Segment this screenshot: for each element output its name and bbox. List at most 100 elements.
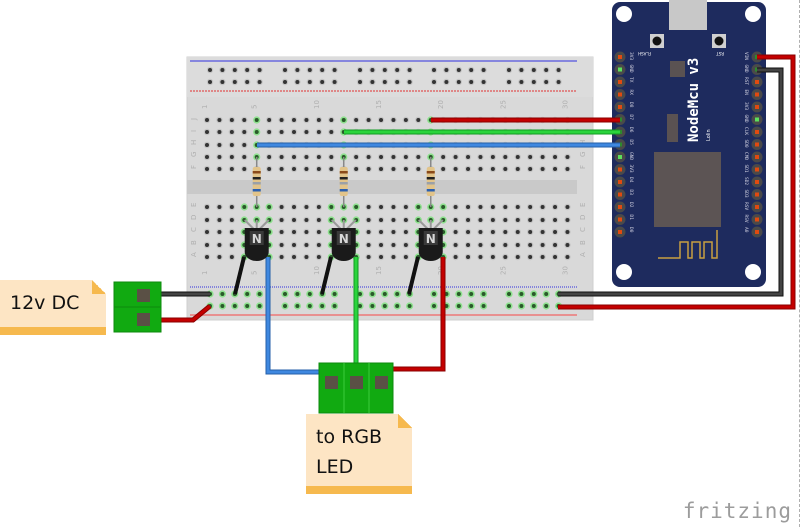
breadboard-hole[interactable] xyxy=(267,205,272,209)
breadboard-hole[interactable] xyxy=(515,205,520,209)
breadboard-hole[interactable] xyxy=(395,68,400,72)
breadboard-hole[interactable] xyxy=(531,304,536,308)
breadboard-hole[interactable] xyxy=(292,130,297,134)
breadboard-hole[interactable] xyxy=(540,205,545,209)
breadboard-hole[interactable] xyxy=(254,118,259,122)
breadboard-hole[interactable] xyxy=(279,255,284,259)
breadboard-hole[interactable] xyxy=(544,68,549,72)
breadboard-hole[interactable] xyxy=(515,167,520,171)
breadboard-hole[interactable] xyxy=(503,243,508,247)
breadboard-hole[interactable] xyxy=(553,230,558,234)
breadboard-hole[interactable] xyxy=(370,304,375,308)
breadboard-hole[interactable] xyxy=(441,155,446,159)
breadboard-hole[interactable] xyxy=(453,243,458,247)
breadboard-hole[interactable] xyxy=(229,255,234,259)
breadboard-hole[interactable] xyxy=(453,167,458,171)
breadboard-hole[interactable] xyxy=(466,243,471,247)
breadboard-hole[interactable] xyxy=(531,292,536,296)
breadboard-hole[interactable] xyxy=(391,155,396,159)
breadboard-hole[interactable] xyxy=(507,292,511,296)
rgb-terminal-block[interactable] xyxy=(318,362,394,414)
breadboard-hole[interactable] xyxy=(205,155,209,159)
breadboard-hole[interactable] xyxy=(208,80,212,84)
breadboard-hole[interactable] xyxy=(528,255,533,259)
breadboard-hole[interactable] xyxy=(540,255,545,259)
breadboard-hole[interactable] xyxy=(528,167,533,171)
breadboard-hole[interactable] xyxy=(544,80,549,84)
breadboard-hole[interactable] xyxy=(366,155,371,159)
breadboard-hole[interactable] xyxy=(283,68,287,72)
breadboard-hole[interactable] xyxy=(565,230,570,234)
breadboard-hole[interactable] xyxy=(242,143,247,147)
breadboard-hole[interactable] xyxy=(220,304,225,308)
breadboard-hole[interactable] xyxy=(553,255,558,259)
breadboard-hole[interactable] xyxy=(292,167,297,171)
note-12v-dc[interactable]: 12v DC xyxy=(0,280,106,335)
breadboard-hole[interactable] xyxy=(304,218,309,222)
breadboard-hole[interactable] xyxy=(354,205,359,209)
breadboard-hole[interactable] xyxy=(379,155,384,159)
breadboard-hole[interactable] xyxy=(370,68,375,72)
breadboard-hole[interactable] xyxy=(217,243,222,247)
breadboard-hole[interactable] xyxy=(565,243,570,247)
breadboard-hole[interactable] xyxy=(304,205,309,209)
breadboard-hole[interactable] xyxy=(220,68,225,72)
breadboard-hole[interactable] xyxy=(316,230,321,234)
breadboard-hole[interactable] xyxy=(217,205,222,209)
breadboard-hole[interactable] xyxy=(292,155,297,159)
breadboard-hole[interactable] xyxy=(481,68,486,72)
breadboard-hole[interactable] xyxy=(382,68,387,72)
breadboard-hole[interactable] xyxy=(292,205,297,209)
breadboard-hole[interactable] xyxy=(469,304,474,308)
breadboard-hole[interactable] xyxy=(391,205,396,209)
breadboard-hole[interactable] xyxy=(478,255,483,259)
breadboard-hole[interactable] xyxy=(391,243,396,247)
breadboard-hole[interactable] xyxy=(503,255,508,259)
breadboard-hole[interactable] xyxy=(292,218,297,222)
pin-d0[interactable] xyxy=(618,230,622,234)
pin-d2[interactable] xyxy=(618,205,622,209)
breadboard-hole[interactable] xyxy=(366,243,371,247)
breadboard-hole[interactable] xyxy=(403,118,408,122)
breadboard-hole[interactable] xyxy=(519,292,524,296)
breadboard-hole[interactable] xyxy=(379,255,384,259)
breadboard-hole[interactable] xyxy=(316,205,321,209)
breadboard-hole[interactable] xyxy=(279,118,284,122)
breadboard-hole[interactable] xyxy=(232,304,237,308)
breadboard-hole[interactable] xyxy=(366,118,371,122)
breadboard-hole[interactable] xyxy=(283,292,287,296)
breadboard-hole[interactable] xyxy=(208,68,212,72)
breadboard-hole[interactable] xyxy=(307,304,312,308)
breadboard-hole[interactable] xyxy=(379,243,384,247)
breadboard-hole[interactable] xyxy=(553,167,558,171)
breadboard-hole[interactable] xyxy=(279,243,284,247)
rst-button-cap[interactable] xyxy=(714,36,724,46)
breadboard-hole[interactable] xyxy=(205,130,209,134)
breadboard-hole[interactable] xyxy=(478,230,483,234)
breadboard-hole[interactable] xyxy=(304,243,309,247)
breadboard-hole[interactable] xyxy=(295,80,300,84)
breadboard-hole[interactable] xyxy=(217,255,222,259)
breadboard-hole[interactable] xyxy=(407,304,412,308)
breadboard-hole[interactable] xyxy=(490,155,495,159)
pin-sd1[interactable] xyxy=(755,167,759,172)
note-to-rgb-led[interactable]: to RGB LED xyxy=(306,414,412,494)
breadboard-hole[interactable] xyxy=(295,292,300,296)
breadboard-hole[interactable] xyxy=(316,218,321,222)
breadboard-hole[interactable] xyxy=(540,230,545,234)
breadboard-hole[interactable] xyxy=(358,68,362,72)
breadboard-hole[interactable] xyxy=(370,80,375,84)
breadboard-hole[interactable] xyxy=(456,80,461,84)
breadboard-hole[interactable] xyxy=(242,167,247,171)
pin-gnd[interactable] xyxy=(618,67,622,72)
pin-tx[interactable] xyxy=(618,80,622,84)
pin-gnd[interactable] xyxy=(755,117,759,122)
pin-3v3[interactable] xyxy=(618,167,622,172)
breadboard-hole[interactable] xyxy=(478,205,483,209)
breadboard-hole[interactable] xyxy=(503,230,508,234)
breadboard-hole[interactable] xyxy=(565,218,570,222)
breadboard-hole[interactable] xyxy=(245,292,250,296)
breadboard-hole[interactable] xyxy=(242,205,247,209)
breadboard-hole[interactable] xyxy=(307,80,312,84)
